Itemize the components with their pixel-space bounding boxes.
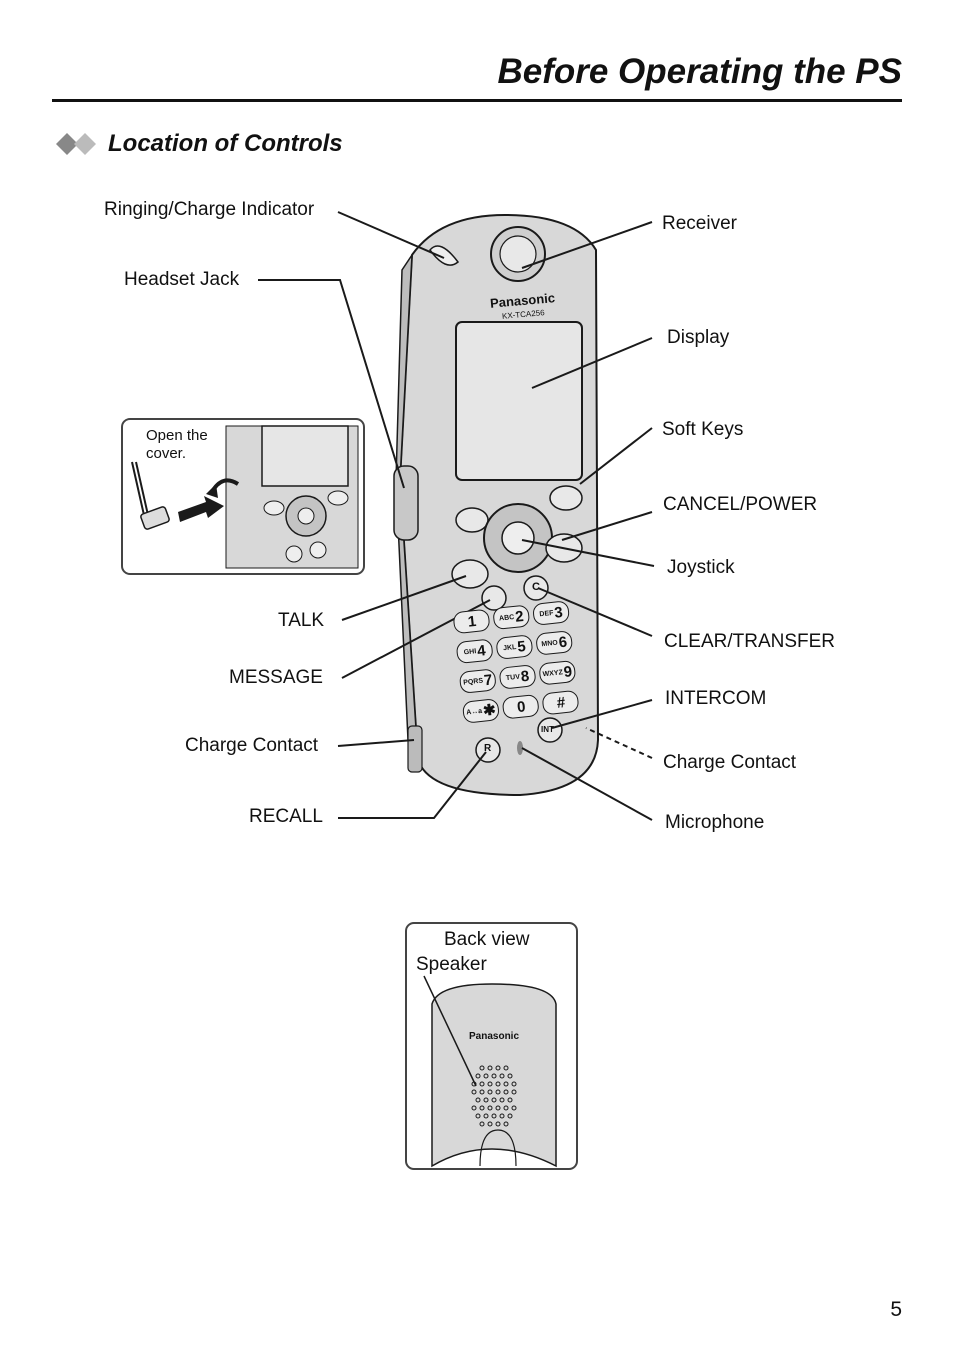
label-clear-transfer: CLEAR/TRANSFER (664, 631, 836, 652)
keypad-key-number: ✱ (482, 701, 497, 720)
keypad-key-number: 9 (562, 662, 573, 681)
label-display: Display (667, 327, 730, 348)
keypad-key[interactable]: A↔a✱ (461, 698, 500, 724)
keypad-key-letters: JKL (502, 643, 517, 652)
keypad-key[interactable]: 1 (452, 608, 491, 635)
keypad-key-letters: PQRS (462, 677, 484, 687)
recall-key-label: R (484, 743, 492, 754)
keypad-key-letters: A↔a (465, 707, 483, 716)
label-talk: TALK (278, 610, 325, 631)
keypad-key-number: 5 (516, 637, 527, 656)
double-diamond-icon (56, 133, 96, 155)
label-intercom: INTERCOM (665, 688, 767, 709)
clear-key-label: C (532, 581, 540, 593)
back-view-speaker: Speaker (416, 954, 487, 975)
keypad-key-letters: WXYZ (542, 668, 564, 678)
arrow-icon (178, 496, 224, 522)
keypad-key-letters: DEF (539, 609, 554, 618)
label-recall: RECALL (249, 806, 323, 827)
section-title: Location of Controls (108, 130, 343, 157)
keypad-key-number: # (555, 693, 567, 712)
label-microphone: Microphone (665, 812, 765, 833)
headset-jack-cover (393, 465, 419, 541)
leader-lines (258, 211, 655, 821)
message-key (481, 585, 507, 611)
keypad-key-number: 2 (514, 607, 525, 626)
keypad-key[interactable]: # (541, 689, 580, 716)
keypad-key-number: 3 (553, 603, 564, 622)
label-soft-keys: Soft Keys (662, 419, 744, 440)
page-number: 5 (890, 1298, 902, 1321)
back-view-brand: Panasonic (469, 1031, 520, 1042)
charge-contact-dashed-line (585, 727, 653, 759)
label-message: MESSAGE (229, 667, 323, 688)
speaker-grille (471, 1065, 517, 1127)
page-title: Before Operating the PS (497, 52, 902, 91)
label-headset-jack: Headset Jack (124, 269, 240, 290)
side-charge-contact (407, 725, 423, 773)
label-cancel-power: CANCEL/POWER (663, 494, 818, 515)
keypad-key-letters: TUV (505, 673, 521, 682)
soft-key-left (455, 507, 489, 533)
label-charge-contact-left: Charge Contact (185, 735, 319, 756)
keypad-key-number: 7 (483, 671, 494, 689)
display-screen (455, 321, 583, 481)
keypad-key-number: 6 (557, 633, 568, 651)
headset-plug (140, 506, 170, 530)
joystick-icon (501, 521, 535, 555)
ringing-indicator (429, 245, 460, 266)
label-ringing-charge-indicator: Ringing/Charge Indicator (104, 199, 315, 220)
intercom-key (537, 717, 563, 743)
clear-transfer-key (523, 575, 549, 601)
keypad-key-letters: ABC (498, 613, 515, 623)
section-heading: Location of Controls (54, 130, 343, 158)
microphone-hole (517, 741, 523, 755)
keypad-key-number: 8 (519, 667, 531, 686)
back-view-title: Back view (444, 929, 530, 950)
title-rule (52, 99, 902, 102)
keypad-key-number: 1 (466, 612, 478, 631)
soft-key-right (549, 485, 583, 511)
label-joystick: Joystick (667, 557, 735, 578)
keypad-key[interactable]: 0 (501, 693, 540, 720)
intercom-key-label: INT (541, 725, 554, 734)
keypad-key-number: 4 (476, 641, 487, 660)
keypad-key-number: 0 (516, 697, 527, 716)
label-receiver: Receiver (662, 213, 737, 234)
back-view-body (431, 983, 557, 1168)
label-charge-contact-right: Charge Contact (663, 752, 797, 773)
talk-key (451, 559, 489, 589)
keypad-key-letters: MNO (541, 639, 559, 648)
inset-open-cover-text: Open the cover. (146, 427, 208, 462)
keypad-key-letters: GHI (463, 647, 477, 656)
